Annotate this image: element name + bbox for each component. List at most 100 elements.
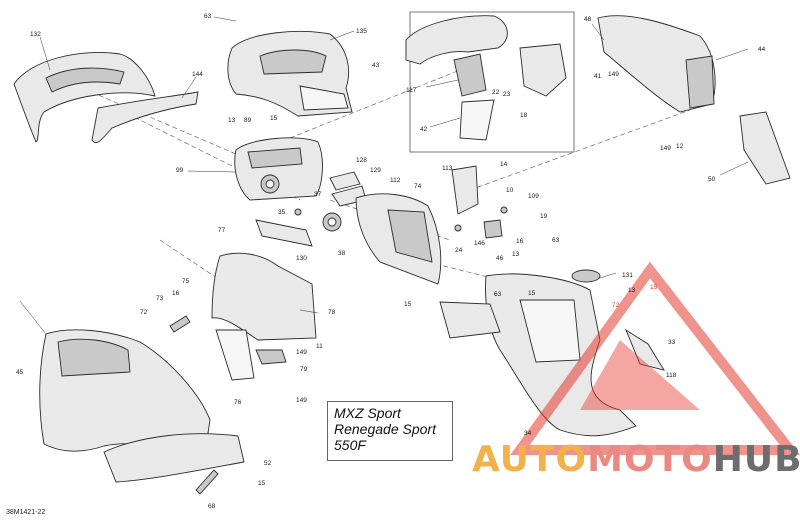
callout-label: 113 xyxy=(442,165,453,172)
callout-label: 128 xyxy=(356,157,367,164)
center-cowl-112 xyxy=(355,193,442,285)
model-line: Renegade Sport xyxy=(334,421,436,437)
callout-label: 50 xyxy=(708,176,716,183)
callout-label: 135 xyxy=(356,28,367,35)
front-nose-cap xyxy=(13,52,156,143)
callout-label: 42 xyxy=(420,126,428,133)
callout-label: 13 xyxy=(228,117,236,124)
callout-label: 146 xyxy=(474,240,485,247)
inset-frame xyxy=(409,11,575,153)
watermark-auto: AUTO xyxy=(472,439,588,480)
callout-label: 13 xyxy=(512,251,520,258)
callout-label: 12 xyxy=(676,143,684,150)
mount-plate-15 xyxy=(439,301,501,339)
callout-label: 22 xyxy=(492,89,500,96)
callout-label: 44 xyxy=(758,46,766,53)
bracket-113 xyxy=(451,165,479,215)
right-side-panel-44 xyxy=(597,15,716,113)
callout-label: 14 xyxy=(500,161,508,168)
callout-label: 16 xyxy=(516,238,524,245)
callout-label: 149 xyxy=(660,145,671,152)
bracket-46 xyxy=(483,219,503,239)
leader-lines xyxy=(19,16,749,465)
callout-labels: 63 135 132 144 13 89 15 99 37 128 129 35… xyxy=(16,13,766,510)
callout-label: 15 xyxy=(528,290,536,297)
callout-label: 77 xyxy=(218,227,226,234)
callout-label: 13 xyxy=(628,287,636,294)
bracket-128 xyxy=(329,171,361,191)
upper-housing-135 xyxy=(227,30,353,117)
callout-label: 132 xyxy=(30,31,41,38)
callout-label: 45 xyxy=(16,369,24,376)
callout-label-red: 72 xyxy=(612,302,620,309)
belt-guard-118 xyxy=(625,328,665,371)
fastener-109 xyxy=(500,206,508,214)
model-info-box: MXZ Sport Renegade Sport 550F xyxy=(327,401,453,461)
callout-label: 43 xyxy=(372,62,380,69)
model-line: MXZ Sport xyxy=(334,405,401,421)
callout-label: 33 xyxy=(668,339,676,346)
callout-label: 79 xyxy=(300,366,308,373)
connector-35 xyxy=(294,208,302,216)
callout-label: 63 xyxy=(494,291,502,298)
callout-label: 48 xyxy=(584,16,592,23)
callout-label: 149 xyxy=(296,349,307,356)
inset-assembly-117 xyxy=(405,15,567,141)
side-panel-75 xyxy=(211,252,317,381)
callout-label: 149 xyxy=(608,71,619,78)
callout-label: 144 xyxy=(192,71,203,78)
headlight-assembly-99 xyxy=(234,137,323,201)
callout-label: 23 xyxy=(503,91,511,98)
bracket-50 xyxy=(739,111,791,185)
side-trim-144 xyxy=(91,91,199,144)
callout-label: 41 xyxy=(594,73,602,80)
watermark-hub: HUB xyxy=(712,439,800,480)
callout-label: 78 xyxy=(328,309,336,316)
callout-label: 15 xyxy=(258,480,266,487)
callout-label: 63 xyxy=(552,237,560,244)
model-line: 550F xyxy=(334,437,366,453)
lower-right-frame-34 xyxy=(485,269,637,437)
callout-label: 37 xyxy=(314,191,322,198)
watermark-moto: MOTO xyxy=(587,439,713,480)
callout-label: 75 xyxy=(182,278,190,285)
callout-label: 73 xyxy=(156,295,164,302)
callout-label: 131 xyxy=(622,272,633,279)
callout-label: 11 xyxy=(316,343,323,350)
callout-label: 63 xyxy=(204,13,212,20)
callout-label: 18 xyxy=(520,112,528,119)
strip-68 xyxy=(195,469,219,495)
callout-label: 89 xyxy=(244,117,252,124)
callout-label: 52 xyxy=(264,460,272,467)
callout-label: 118 xyxy=(666,372,677,379)
callout-label: 149 xyxy=(296,397,307,404)
callout-label: 16 xyxy=(172,290,180,297)
callout-label-red: 15 xyxy=(650,284,658,291)
callout-label: 68 xyxy=(208,503,216,510)
side-panel-45 xyxy=(39,329,211,452)
watermark-triangle xyxy=(510,261,800,455)
fastener-24 xyxy=(454,224,462,232)
callout-label: 15 xyxy=(404,301,412,308)
handle-72 xyxy=(169,315,191,333)
callout-label: 35 xyxy=(278,209,286,216)
watermark-logo: AUTOMOTOHUB xyxy=(472,440,800,480)
callout-label: 74 xyxy=(414,183,422,190)
callout-label: 109 xyxy=(528,193,539,200)
callout-label: 112 xyxy=(390,177,401,184)
callout-label: 24 xyxy=(455,247,463,254)
callout-label: 117 xyxy=(406,87,417,94)
trim-strip-130 xyxy=(255,219,313,247)
callout-label: 130 xyxy=(296,255,307,262)
callout-label: 72 xyxy=(140,309,148,316)
callout-label: 15 xyxy=(270,115,278,122)
callout-label: 76 xyxy=(234,399,242,406)
reference-code: 38M1421-22 xyxy=(6,509,46,516)
callout-label: 34 xyxy=(524,430,532,437)
callout-label: 19 xyxy=(540,213,548,220)
callout-label: 129 xyxy=(370,167,381,174)
callout-label: 38 xyxy=(338,250,346,257)
callout-label: 10 xyxy=(506,187,514,194)
callout-label: 99 xyxy=(176,167,184,174)
